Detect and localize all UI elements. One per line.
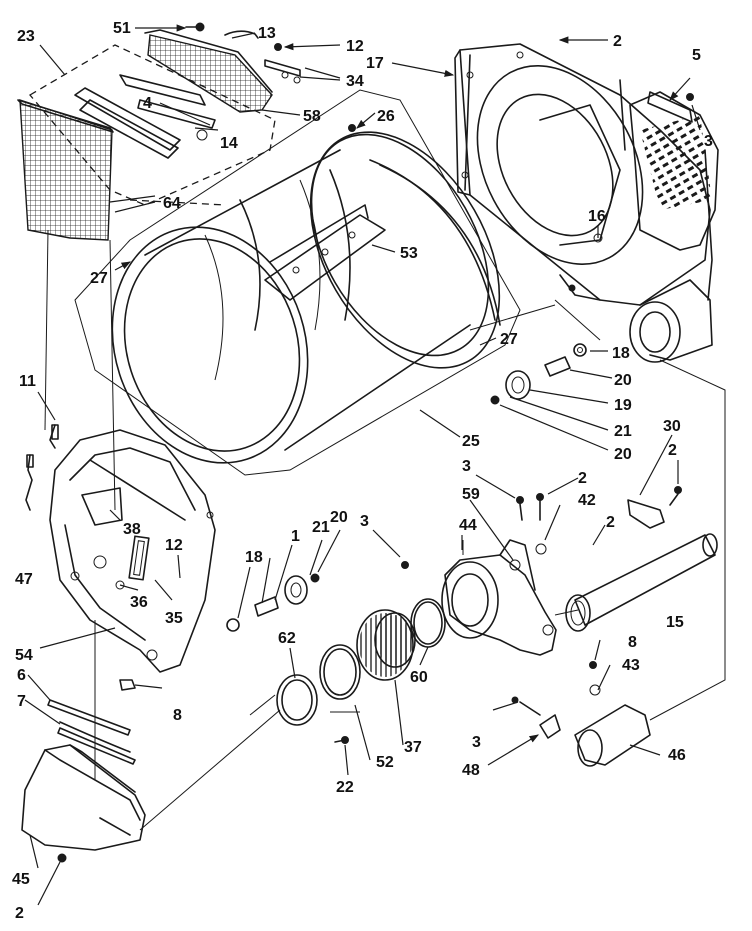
blower-screws (334, 493, 547, 744)
callout-3-blower: 3 (462, 458, 471, 475)
callout-2-blower: 2 (578, 470, 587, 487)
callout-64: 64 (163, 195, 181, 212)
callout-54: 54 (15, 647, 33, 664)
bearing-set-front (226, 573, 320, 632)
lint-filter-assembly (17, 22, 301, 241)
callout-51: 51 (113, 20, 131, 37)
rear-bulkhead (454, 43, 711, 306)
callout-1: 1 (291, 528, 300, 545)
drum-outline (74, 89, 521, 476)
screw-8-left (119, 679, 136, 691)
callout-20-front-a: 20 (330, 509, 348, 526)
callout-6: 6 (17, 667, 26, 684)
heater-duct (629, 149, 713, 363)
screw-51 (185, 22, 205, 32)
callout-4: 4 (143, 95, 152, 112)
callout-47: 47 (15, 571, 33, 588)
callout-52: 52 (376, 754, 394, 771)
callout-25: 25 (462, 433, 480, 450)
callout-23: 23 (17, 28, 35, 45)
blower-seals (276, 598, 446, 726)
guide-line-i (469, 304, 556, 331)
callout-60: 60 (410, 669, 428, 686)
callout-labels: 51 13 23 12 34 2 17 5 4 58 14 26 3 64 16… (12, 20, 713, 922)
callout-18-rear: 18 (612, 345, 630, 362)
guide-line-h (649, 359, 726, 721)
callout-18-front: 18 (245, 549, 263, 566)
callout-27-left: 27 (90, 270, 108, 287)
callout-48: 48 (462, 762, 480, 779)
callout-12-front: 12 (165, 537, 183, 554)
callout-12: 12 (346, 38, 364, 55)
clip-12-34 (264, 43, 301, 84)
exhaust-duct (554, 533, 718, 632)
lint-grille (144, 29, 273, 113)
callout-15: 15 (666, 614, 684, 631)
bearing-set-rear (490, 343, 587, 405)
thermostat-bracket (627, 486, 682, 529)
callout-38: 38 (123, 521, 141, 538)
lint-screen-frame (74, 74, 216, 159)
callout-8-right: 8 (628, 634, 637, 651)
dryer-drum (111, 124, 501, 464)
guide-line-j (554, 299, 601, 341)
guide-line-d (249, 694, 276, 716)
callout-11: 11 (19, 373, 36, 390)
callout-37: 37 (404, 739, 422, 756)
front-bulkhead (49, 429, 216, 673)
guide-line-c (109, 239, 116, 511)
callout-3-heater: 3 (472, 734, 481, 751)
callout-17: 17 (366, 55, 384, 72)
callout-5: 5 (692, 47, 701, 64)
callout-62: 62 (278, 630, 296, 647)
callout-36: 36 (130, 594, 148, 611)
callout-14: 14 (220, 135, 238, 152)
callout-2-bottom: 2 (15, 905, 24, 922)
heater-shield (629, 91, 719, 251)
callout-2-duct: 2 (606, 514, 615, 531)
lint-duct (21, 744, 146, 863)
callout-35: 35 (165, 610, 183, 627)
callout-46: 46 (668, 747, 686, 764)
callout-30: 30 (663, 418, 681, 435)
callout-3-center: 3 (360, 513, 369, 530)
callout-7: 7 (17, 693, 26, 710)
callout-21-front: 21 (312, 519, 330, 536)
callout-3: 3 (704, 133, 713, 150)
callout-26: 26 (377, 108, 395, 125)
callout-19: 19 (614, 397, 632, 414)
callout-13: 13 (258, 25, 276, 42)
callout-21-rear: 21 (614, 423, 632, 440)
wire-harness (25, 424, 59, 511)
callout-27-right: 27 (500, 331, 518, 348)
callout-8-left: 8 (173, 707, 182, 724)
callout-16: 16 (588, 208, 606, 225)
heater-coil (511, 661, 651, 767)
lint-screen (17, 99, 114, 241)
callout-20-rear-b: 20 (614, 446, 632, 463)
callout-2-bracket: 2 (668, 442, 677, 459)
blower-wheel (356, 609, 416, 681)
callout-44: 44 (459, 517, 477, 534)
callout-43: 43 (622, 657, 640, 674)
callout-34: 34 (346, 73, 364, 90)
leader-lines (24, 24, 701, 906)
callout-20-rear-a: 20 (614, 372, 632, 389)
trim-strips (47, 699, 136, 765)
callout-45: 45 (12, 871, 30, 888)
wire-13 (224, 30, 259, 39)
guide-line-e (139, 709, 281, 831)
callout-42: 42 (578, 492, 596, 509)
callout-58: 58 (303, 108, 321, 125)
callout-53: 53 (400, 245, 418, 262)
blower-housing (441, 539, 557, 656)
guide-line-b (44, 229, 49, 431)
callout-2: 2 (613, 33, 622, 50)
callout-22: 22 (336, 779, 354, 796)
callout-59: 59 (462, 486, 480, 503)
